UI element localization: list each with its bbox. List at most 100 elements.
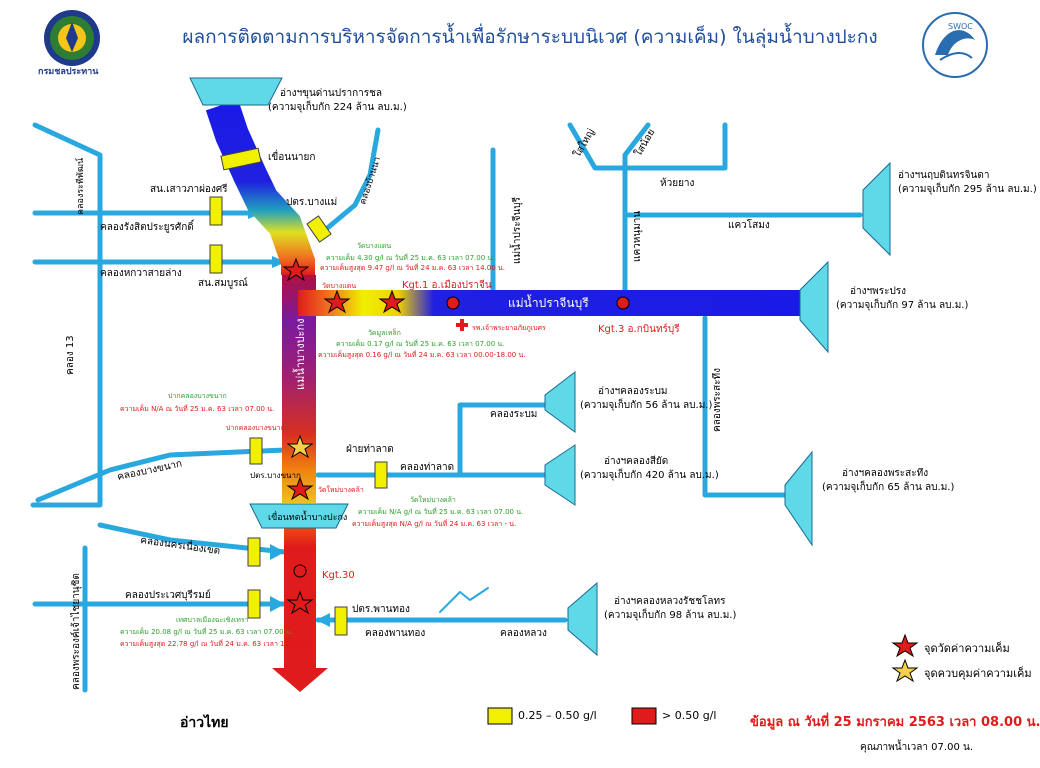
quality-time: คุณภาพน้ำเวลา 07.00 น.	[860, 742, 973, 753]
reading-wat-mun-lek-name: วัดมูลเหล็ก	[368, 328, 401, 337]
reading-wat-mai-bang-khla-line2: ความเค็มสูงสุด N/A g/l ณ วันที่ 24 ม.ค. …	[352, 519, 516, 528]
gate-phanthong	[334, 606, 348, 636]
label-canal-phra-sathung: คลองพระสะทึง	[711, 368, 723, 432]
label-canal-luang: คลองหลวง	[500, 628, 547, 639]
reservoir-luang	[567, 581, 598, 657]
reading-wat-bang-taen-line1: ความเค็ม 4.30 g/l ณ วันที่ 25 ม.ค. 63 เว…	[326, 253, 494, 262]
label-canal-ban-na: คลองบ้านนา	[357, 155, 383, 205]
label-khun-dan-name: อ่างฯขุนด่านปราการชล	[280, 88, 382, 99]
reservoir-phra-sathung	[784, 450, 813, 547]
label-phra-sathung-name: อ่างฯคลองพระสะทึง	[842, 467, 928, 479]
canal-phrapimon	[30, 122, 103, 508]
label-kgt30: Kgt.30	[322, 570, 355, 581]
star-pak-bang-kanak	[286, 434, 314, 459]
rid-logo-label: กรมชลประทาน	[38, 67, 99, 77]
reading-wat-bang-taen-marker: วัดบางแตน	[322, 282, 356, 290]
bang-pakong-dam-shape	[249, 503, 349, 529]
label-si-yat-name: อ่างฯคลองสียัด	[604, 455, 668, 467]
label-si-yat-cap: (ความจุเก็บกัก 420 ล้าน ลบ.ม.)	[580, 467, 719, 481]
page-title: ผลการติดตามการบริหารจัดการน้ำเพื่อรักษาร…	[182, 26, 878, 48]
star-wat-bang-taen	[323, 289, 351, 314]
label-canal-tha-lat: คลองท่าลาด	[400, 462, 454, 473]
reservoir-rabom	[544, 370, 576, 433]
gulf-label: อ่าวไทย	[180, 715, 229, 731]
canal-bang-khanak	[35, 447, 288, 503]
label-canal-prawet: คลองประเวศบุรีรมย์	[125, 589, 211, 601]
label-canal-rangsit: คลองรังสิตประยูรศักดิ์	[100, 219, 195, 233]
upper-river	[205, 99, 315, 275]
label-hospital: รพ.เจ้าพระยาอภัยภูเบศร	[472, 324, 546, 332]
reservoir-si-yat	[544, 444, 576, 506]
label-canal-hokwa: คลองหกวาสายล่าง	[100, 268, 182, 279]
canal-phra-sathung	[702, 315, 788, 498]
gate-tha-lat	[374, 461, 388, 489]
legend-star-red	[891, 633, 919, 658]
gate-nayok-dam	[220, 147, 262, 171]
stars	[282, 257, 919, 683]
rid-logo-icon	[44, 10, 100, 66]
reading-wat-mun-lek-line2: ความเค็มสูงสุด 0.16 g/l ณ วันที่ 24 ม.ค.…	[318, 350, 525, 359]
canal-sai-noi	[622, 122, 651, 293]
label-phra-prong-cap: (ความจุเก็บกัก 97 ล้าน ลบ.ม.)	[836, 297, 968, 311]
label-canal-khwae-somong: แควโสมง	[728, 218, 770, 231]
star-wat-mun-lek	[378, 289, 406, 314]
label-kgt1: Kgt.1 อ.เมืองปราจีน	[402, 279, 492, 291]
legend-control-point: จุดควบคุมค่าความเค็ม	[924, 667, 1032, 680]
star-wat-mai-bang-khla	[286, 476, 314, 501]
label-phra-prong-name: อ่างฯพระปรง	[850, 286, 906, 297]
legend-star-yellow	[891, 658, 919, 683]
reading-pak-bang-kanak-name: ปากคลองบางขนาก	[168, 392, 227, 400]
label-tha-lat-weir: ฝ่ายท่าลาด	[346, 444, 394, 455]
label-luang-cap: (ความจุเก็บกัก 98 ล้าน ลบ.ม.)	[604, 607, 736, 621]
gate-sombun	[209, 244, 223, 274]
label-canal-13: คลอง 13	[65, 335, 76, 375]
stations	[293, 296, 630, 578]
reading-wat-mun-lek-line1: ความเค็ม 0.17 g/l ณ วันที่ 25 ม.ค. 63 เว…	[336, 339, 504, 348]
legend-yellow-range: 0.25 – 0.50 g/l	[518, 709, 597, 722]
label-phanthong-gate: ปตร.พานทอง	[352, 604, 410, 615]
legend-measure-point: จุดวัดค่าความเค็ม	[924, 642, 1010, 655]
reading-wat-mai-bang-khla-name: วัดใหม่บางคล้า	[410, 495, 456, 504]
canal-huai-yang	[622, 122, 728, 171]
canals	[30, 122, 863, 693]
station-kgt3	[616, 296, 630, 310]
reservoir-khun-dan	[189, 77, 283, 106]
label-phra-sathung-cap: (ความจุเก็บกัก 65 ล้าน ลบ.ม.)	[822, 479, 954, 493]
label-kgt3: Kgt.3 อ.กบินทร์บุรี	[598, 323, 680, 335]
reading-pak-bang-kanak-marker: ปากคลองบางขนาก	[226, 424, 285, 432]
label-rabom-cap: (ความจุเก็บกัก 56 ล้าน ลบ.ม.)	[580, 397, 712, 411]
reservoirs	[189, 77, 891, 657]
station-kgt30	[293, 564, 307, 578]
canal-sai-yai	[567, 122, 628, 171]
reservoir-nabudsin	[862, 161, 891, 257]
reading-wat-mai-bang-khla-line1: ความเค็ม N/A g/l ณ วันที่ 25 ม.ค. 63 เวล…	[358, 507, 523, 516]
label-luang-name: อ่างฯคลองหลวงรัชชโลทร	[614, 594, 726, 607]
label-canal-huai-yang: ห้วยยาง	[660, 177, 695, 189]
reading-thetsaban-line1: ความเค็ม 20.08 g/l ณ วันที่ 25 ม.ค. 63 เ…	[120, 627, 293, 636]
legend-yellow-swatch	[487, 707, 513, 725]
label-sao-ong-sri: สน.เสาวภาผ่องศรี	[150, 183, 228, 195]
reading-wat-bang-taen-line2: ความเค็มสูงสุด 9.47 g/l ณ วันที่ 24 ม.ค.…	[320, 263, 505, 272]
swoc-logo-label: SWOC	[948, 22, 973, 31]
swoc-logo-icon	[922, 12, 988, 78]
label-nabudsin-cap: (ความจุเก็บกัก 295 ล้าน ลบ.ม.)	[898, 181, 1037, 195]
gate-sao-ong-sri	[209, 196, 223, 226]
reading-thetsaban-line2: ความเค็มสูงสุด 22.78 g/l ณ วันที่ 24 ม.ค…	[120, 639, 309, 648]
reading-wat-mai-bang-khla-marker: วัดใหม่บางคล้า	[318, 485, 364, 494]
label-canal-prachinburi-north: แม่น้ำประจีนบุรี	[509, 196, 523, 264]
gate-nakhon-nueang-khet	[247, 537, 261, 567]
label-bang-pakong-dam: เขื่อนทดน้ำบางปะกง	[268, 510, 347, 523]
gate-bang-mae	[306, 215, 332, 243]
label-river-prachinburi: แม่น้ำปราจีนบุรี	[508, 294, 589, 311]
gate-bang-kanak	[249, 437, 263, 465]
reservoir-phra-prong	[799, 260, 829, 354]
canal-luang-wiggle	[439, 587, 489, 613]
label-nabudsin-name: อ่างฯนฤบดินทรจินดา	[898, 170, 989, 181]
station-kgt1	[446, 296, 460, 310]
label-khun-dan-cap: (ความจุเก็บกัก 224 ล้าน ลบ.ม.)	[268, 99, 407, 113]
river-mouth-arrow	[272, 668, 328, 692]
canal-ban-na	[322, 127, 381, 233]
label-sombun: สน.สมบูรณ์	[198, 277, 248, 289]
